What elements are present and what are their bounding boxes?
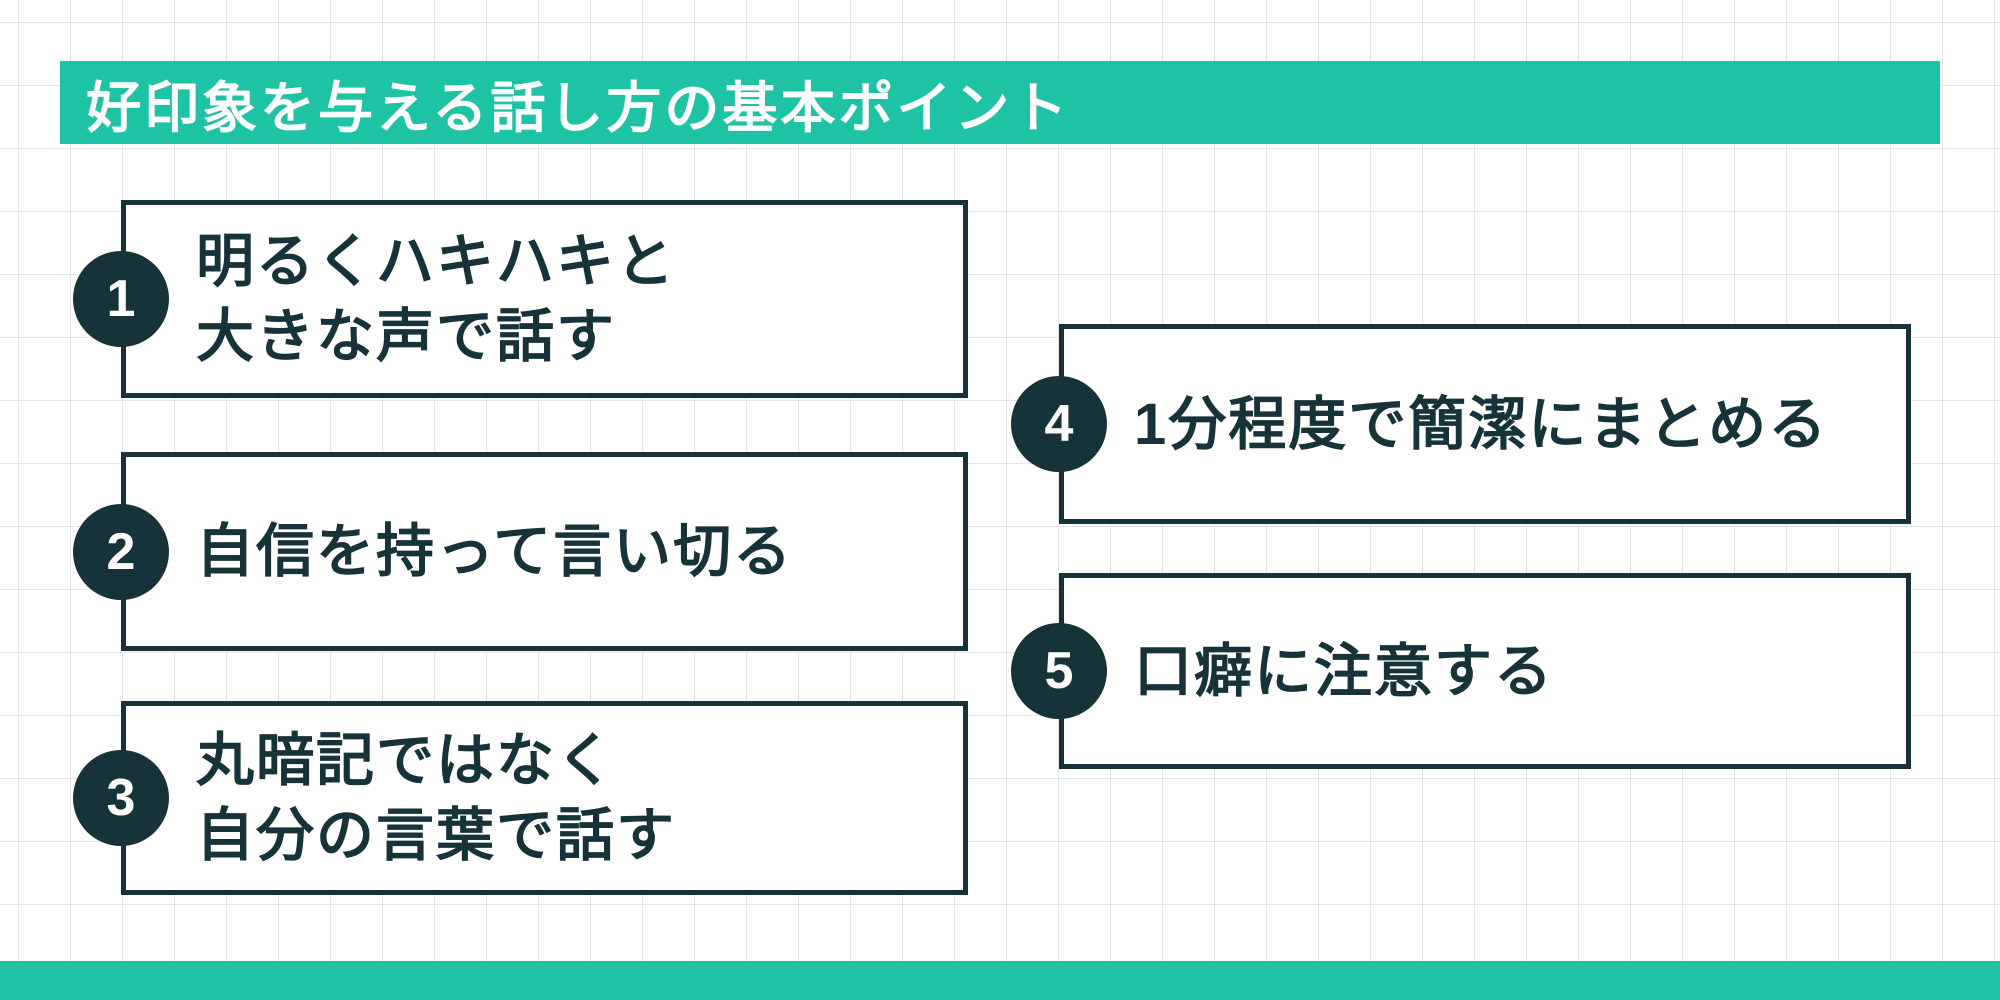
point-5-text: 口癖に注意する [1134, 638, 1555, 704]
bottom-accent-bar [0, 961, 2000, 1000]
point-5-number-badge: 5 [1011, 623, 1107, 719]
point-4-number: 4 [1044, 395, 1074, 453]
point-1-text: 明るくハキハキと 大きな声で話す [196, 229, 677, 369]
point-box-4: 4 1分程度で簡潔にまとめる [1011, 324, 1911, 524]
title-bar: 好印象を与える話し方の基本ポイント [60, 61, 1940, 144]
point-3-number: 3 [106, 769, 136, 827]
point-box-5: 5 口癖に注意する [1011, 573, 1911, 769]
point-3-text: 丸暗記ではなく 自分の言葉で話す [196, 728, 677, 868]
point-box-2: 2 自信を持って言い切る [73, 452, 968, 651]
point-2-number: 2 [106, 522, 136, 581]
point-5-number: 5 [1044, 642, 1074, 700]
point-4-text: 1分程度で簡潔にまとめる [1134, 391, 1829, 457]
point-box-3: 3 丸暗記ではなく 自分の言葉で話す [73, 701, 968, 895]
point-1-number-badge: 1 [73, 251, 169, 347]
point-box-1: 1 明るくハキハキと 大きな声で話す [73, 200, 968, 398]
point-1-number: 1 [106, 270, 136, 328]
point-3-number-badge: 3 [73, 750, 169, 846]
point-2-text: 自信を持って言い切る [196, 519, 794, 584]
point-4-number-badge: 4 [1011, 376, 1107, 472]
page-title: 好印象を与える話し方の基本ポイント [86, 76, 1071, 139]
point-2-number-badge: 2 [73, 503, 169, 600]
